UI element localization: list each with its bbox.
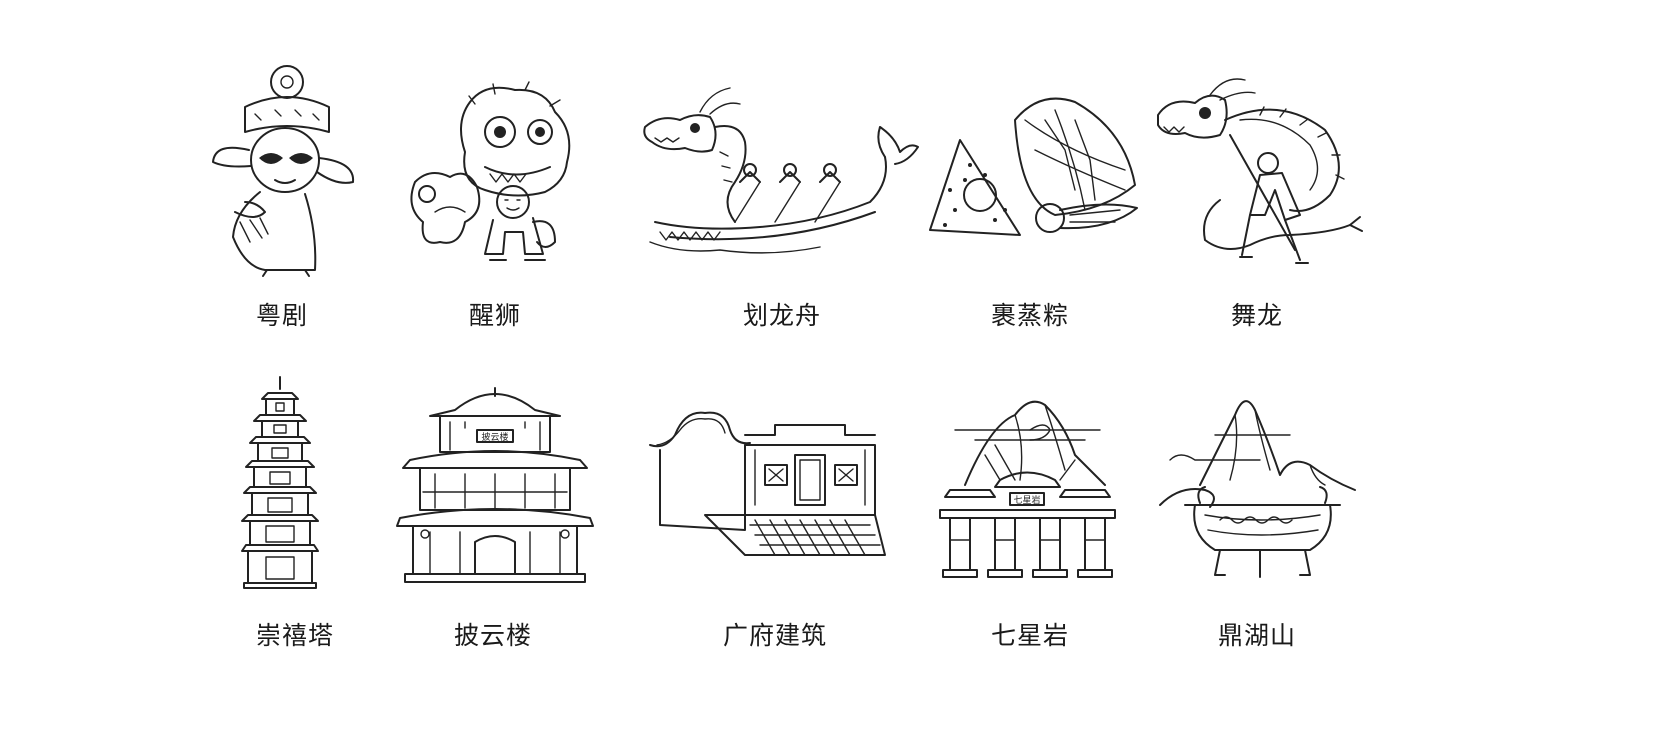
cantonese-opera-performer-icon (212, 65, 355, 277)
item-label: 粤剧 (255, 301, 309, 330)
item-label: 舞龙 (1230, 301, 1284, 330)
sign-text: 披云楼 (481, 431, 508, 443)
cantonese-architecture-icon (649, 411, 886, 556)
item-label: 醒狮 (468, 301, 522, 330)
item-label: 七星岩 (990, 621, 1070, 650)
item-label: 披云楼 (453, 621, 533, 650)
tower-pavilion-icon: 披云楼 (396, 387, 594, 583)
item-label: 鼎湖山 (1217, 621, 1297, 650)
item-label: 崇禧塔 (255, 621, 335, 650)
item-label: 裹蒸粽 (990, 301, 1070, 330)
item-label: 广府建筑 (722, 621, 828, 650)
seven-star-crags-icon: 七星岩 (939, 400, 1116, 578)
dinghu-mountain-icon (1159, 400, 1356, 578)
item-label: 划龙舟 (742, 301, 822, 330)
rice-dumpling-icon (929, 97, 1138, 236)
sign-text: 七星岩 (1013, 494, 1040, 506)
dragon-boat-icon (643, 87, 919, 254)
pagoda-icon (241, 376, 319, 589)
lion-dance-icon (410, 81, 571, 261)
dragon-dance-icon (1157, 78, 1363, 264)
